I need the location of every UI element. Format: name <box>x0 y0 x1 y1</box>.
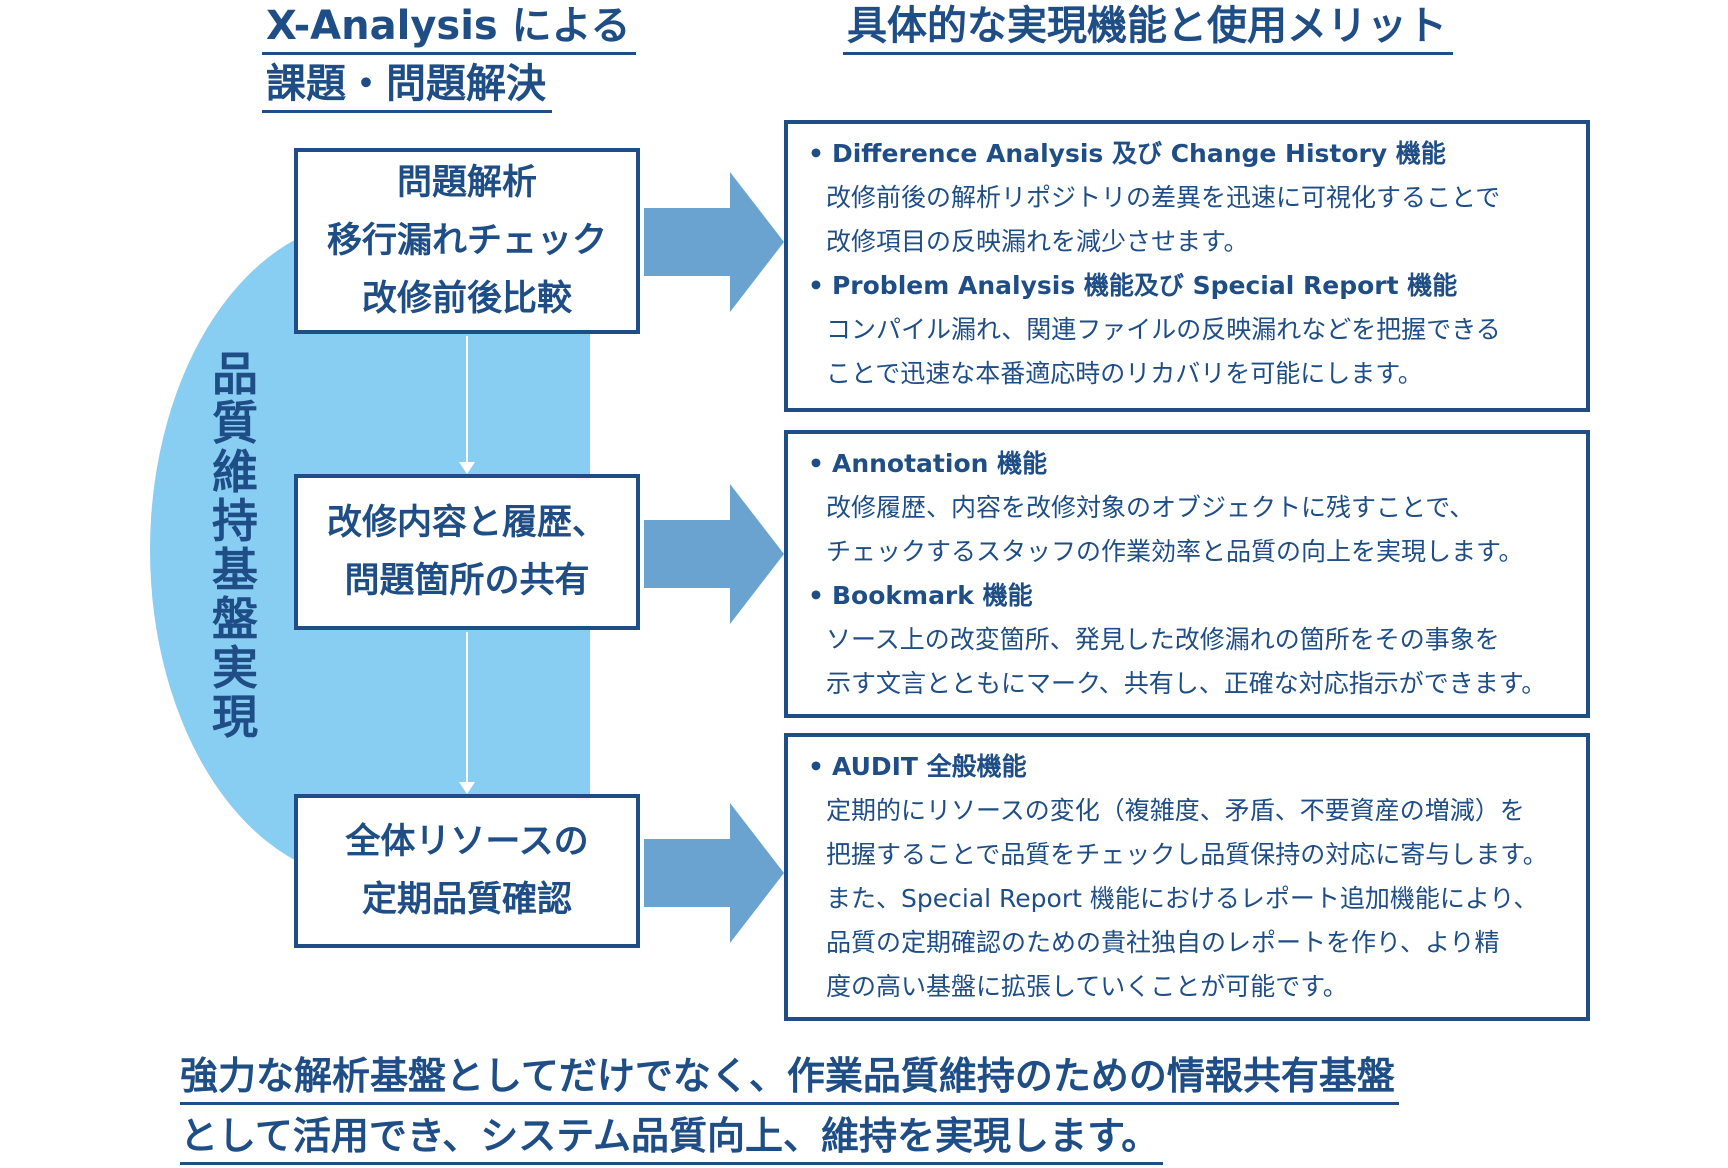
problem-line: 問題解析 <box>396 163 537 203</box>
problem-box-analysis: 問題解析 移行漏れチェック 改修前後比較 <box>294 148 640 334</box>
bullet-icon: • <box>808 271 824 300</box>
feature-title: •Bookmark 機能 <box>808 581 1033 610</box>
feature-box-analysis: •Difference Analysis 及び Change History 機… <box>784 120 1590 412</box>
right-arrow-icon <box>644 803 784 943</box>
right-arrow-icon <box>644 484 784 624</box>
bullet-icon: • <box>808 581 824 610</box>
problem-box-quality-check: 全体リソースの 定期品質確認 <box>294 794 640 948</box>
feature-item: •AUDIT 全般機能 定期的にリソースの変化（複雑度、矛盾、不要資産の増減）を… <box>808 745 1576 1009</box>
problem-box-sharing: 改修内容と履歴、 問題箇所の共有 <box>294 474 640 630</box>
right-heading: 具体的な実現機能と使用メリット <box>843 0 1453 55</box>
bullet-icon: • <box>808 139 824 168</box>
feature-item: •Difference Analysis 及び Change History 機… <box>808 132 1576 264</box>
feature-item: •Problem Analysis 機能及び Special Report 機能… <box>808 264 1576 396</box>
down-arrow-icon <box>459 632 475 794</box>
feature-item: •Bookmark 機能 ソース上の改変箇所、発見した改修漏れの箇所をその事象を… <box>808 574 1576 706</box>
conclusion-line1: 強力な解析基盤としてだけでなく、作業品質維持のための情報共有基盤 <box>180 1050 1399 1105</box>
problem-line: 定期品質確認 <box>361 880 572 920</box>
problem-line: 改修前後比較 <box>361 279 572 319</box>
feature-title: •AUDIT 全般機能 <box>808 752 1027 781</box>
problem-line: 問題箇所の共有 <box>344 561 590 601</box>
feature-title: •Difference Analysis 及び Change History 機… <box>808 139 1446 168</box>
problem-line: 移行漏れチェック <box>326 221 607 261</box>
problem-line: 全体リソースの <box>345 822 589 862</box>
bullet-icon: • <box>808 449 824 478</box>
left-heading-line1: X-Analysis による <box>262 0 637 55</box>
conclusion-line2: として活用でき、システム品質向上、維持を実現します。 <box>180 1110 1164 1165</box>
problem-line: 改修内容と履歴、 <box>326 503 607 543</box>
down-arrow-icon <box>459 336 475 474</box>
feature-title: •Annotation 機能 <box>808 449 1048 478</box>
band-vertical-label: 品質維持基盤実現 <box>212 347 258 744</box>
bullet-icon: • <box>808 752 824 781</box>
feature-desc: コンパイル漏れ、関連ファイルの反映漏れなどを把握できる ことで迅速な本番適応時の… <box>826 315 1501 388</box>
feature-desc: ソース上の改変箇所、発見した改修漏れの箇所をその事象を 示す文言とともにマーク、… <box>826 625 1547 698</box>
feature-box-audit: •AUDIT 全般機能 定期的にリソースの変化（複雑度、矛盾、不要資産の増減）を… <box>784 733 1590 1021</box>
left-heading-line2: 課題・問題解決 <box>262 58 552 113</box>
feature-desc: 改修履歴、内容を改修対象のオブジェクトに残すことで、 チェックするスタッフの作業… <box>826 493 1524 566</box>
right-arrow-icon <box>644 172 784 312</box>
feature-title: •Problem Analysis 機能及び Special Report 機能 <box>808 271 1458 300</box>
feature-desc: 定期的にリソースの変化（複雑度、矛盾、不要資産の増減）を 把握することで品質をチ… <box>826 796 1548 1001</box>
feature-box-sharing: •Annotation 機能 改修履歴、内容を改修対象のオブジェクトに残すことで… <box>784 430 1590 718</box>
feature-item: •Annotation 機能 改修履歴、内容を改修対象のオブジェクトに残すことで… <box>808 442 1576 574</box>
feature-desc: 改修前後の解析リポジトリの差異を迅速に可視化することで 改修項目の反映漏れを減少… <box>826 183 1501 256</box>
